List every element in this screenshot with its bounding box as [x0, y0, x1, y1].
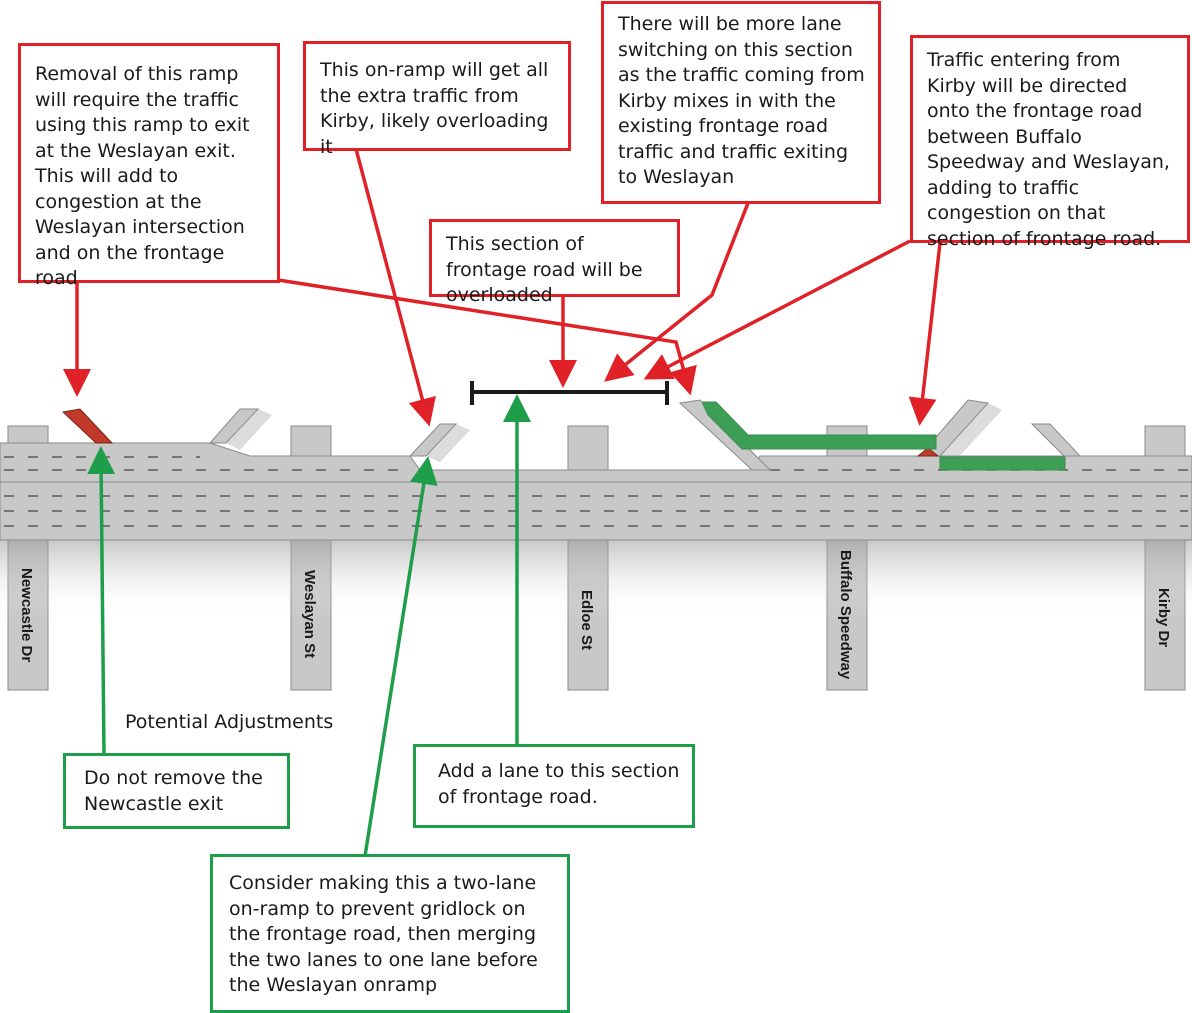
- arrow-kirby-ramp: [908, 242, 942, 426]
- adjustment-arrows: [87, 394, 531, 857]
- green-lane-upper: [701, 401, 937, 450]
- callout-add-lane-text: Add a lane to this section of frontage r…: [438, 760, 680, 808]
- freeway-shadow: [0, 540, 1192, 620]
- arrow-lane-switching: [604, 202, 750, 382]
- callout-keep-newcastle: Do not remove the Newcastle exit: [63, 753, 290, 829]
- ramp-weslayan-exit: [208, 408, 260, 444]
- callout-lane-switching-text: There will be more lane switching on thi…: [618, 13, 865, 188]
- arrow-ramp-removal-long: [277, 278, 697, 396]
- callout-ramp-removal-text: Removal of this ramp will require the tr…: [35, 63, 250, 289]
- label-edloe: Edloe St: [578, 590, 595, 650]
- ramp-edloe-entry: [678, 399, 772, 471]
- arrow-onramp-overload: [354, 148, 436, 427]
- label-buffalo: Buffalo Speedway: [837, 550, 854, 680]
- green-lane-lower: [939, 456, 1066, 471]
- callout-kirby-traffic: Traffic entering from Kirby will be dire…: [910, 35, 1190, 250]
- arrow-keep-newcastle: [87, 446, 116, 755]
- callout-keep-newcastle-text: Do not remove the Newcastle exit: [84, 767, 263, 815]
- callout-two-lane-onramp: Consider making this a two-lane on-ramp …: [210, 854, 570, 1013]
- frontage-section-bracket: [470, 381, 669, 405]
- ramp-shadows: [226, 403, 1002, 462]
- ramps: [61, 399, 1082, 471]
- label-weslayan: Weslayan St: [301, 570, 318, 658]
- callout-add-lane: Add a lane to this section of frontage r…: [413, 744, 695, 828]
- proposed-lanes: [701, 401, 1066, 471]
- callout-frontage-overloaded: This section of frontage road will be ov…: [429, 219, 680, 306]
- callout-lane-switching: There will be more lane switching on thi…: [601, 1, 881, 204]
- adjustments-heading: Potential Adjustments: [125, 711, 334, 733]
- arrow-kirby-frontage: [643, 239, 911, 380]
- callout-kirby-traffic-text: Traffic entering from Kirby will be dire…: [927, 49, 1170, 250]
- callout-two-lane-onramp-text: Consider making this a two-lane on-ramp …: [229, 872, 538, 996]
- callout-frontage-overloaded-text: This section of frontage road will be ov…: [446, 233, 643, 306]
- label-kirby: Kirby Dr: [1155, 588, 1172, 647]
- ramp-kirby: [1030, 423, 1082, 457]
- callout-ramp-removal: Removal of this ramp will require the tr…: [18, 43, 280, 289]
- problem-arrows: [63, 148, 942, 427]
- callout-onramp-overload-text: This on-ramp will get all the extra traf…: [320, 59, 549, 158]
- street-labels: Newcastle Dr Weslayan St Edloe St Buffal…: [18, 550, 1172, 680]
- ramp-weslayan-onramp: [408, 423, 458, 457]
- label-newcastle: Newcastle Dr: [18, 568, 35, 662]
- ramp-newcastle-exit: [61, 408, 114, 444]
- ramp-buffalo-red: [916, 447, 940, 457]
- callout-onramp-overload: This on-ramp will get all the extra traf…: [303, 41, 571, 158]
- arrow-two-lane: [363, 456, 438, 857]
